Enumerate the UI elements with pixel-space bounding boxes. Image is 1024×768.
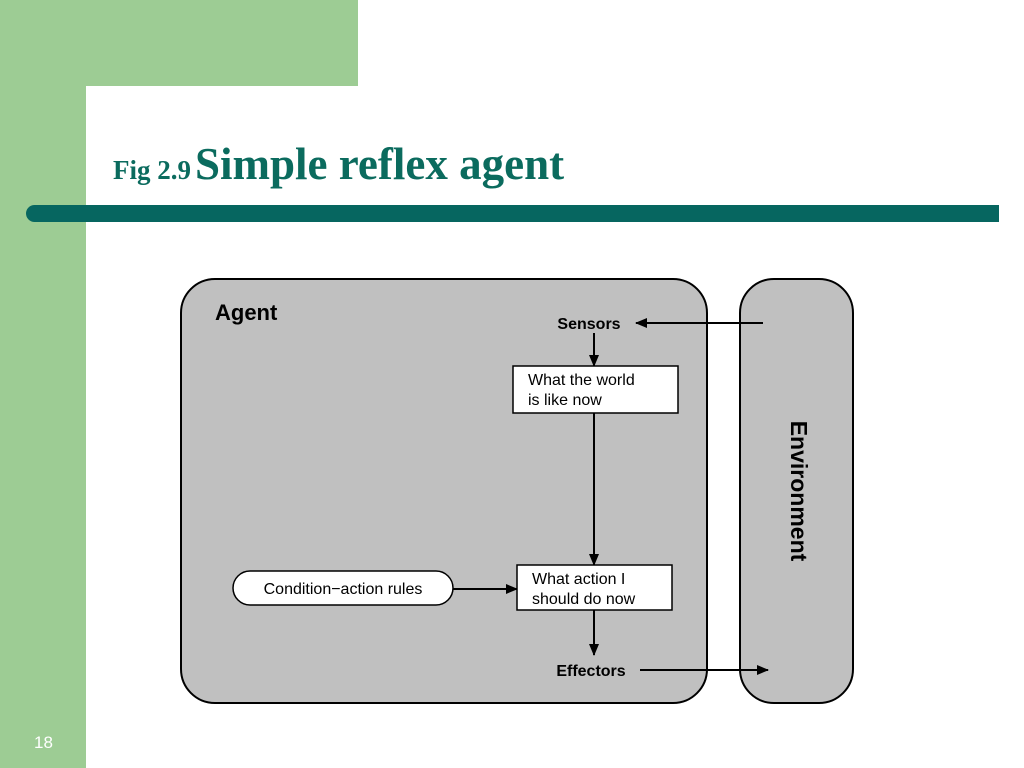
title-text: Simple reflex agent: [195, 139, 565, 189]
world-state-box: [512, 365, 679, 414]
slide-title: Fig 2.9 Simple reflex agent: [113, 138, 564, 190]
environment-box: [739, 278, 854, 704]
sensors-label: Sensors: [557, 316, 620, 333]
sidebar-background: [0, 0, 86, 768]
action-text-line1: What action I: [532, 571, 625, 588]
agent-label: Agent: [215, 300, 278, 325]
agent-box: [180, 278, 708, 704]
environment-label: Environment: [786, 421, 812, 562]
action-box: [516, 564, 673, 611]
title-divider: [26, 205, 999, 222]
rules-text: Condition−action rules: [264, 581, 423, 598]
world-state-text-line2: is like now: [528, 392, 602, 409]
header-accent-background: [0, 0, 358, 86]
effectors-label: Effectors: [556, 663, 625, 680]
figure-number: Fig 2.9: [113, 155, 191, 185]
action-text-line2: should do now: [532, 591, 636, 608]
world-state-text-line1: What the world: [528, 372, 635, 389]
page-number: 18: [34, 733, 53, 752]
